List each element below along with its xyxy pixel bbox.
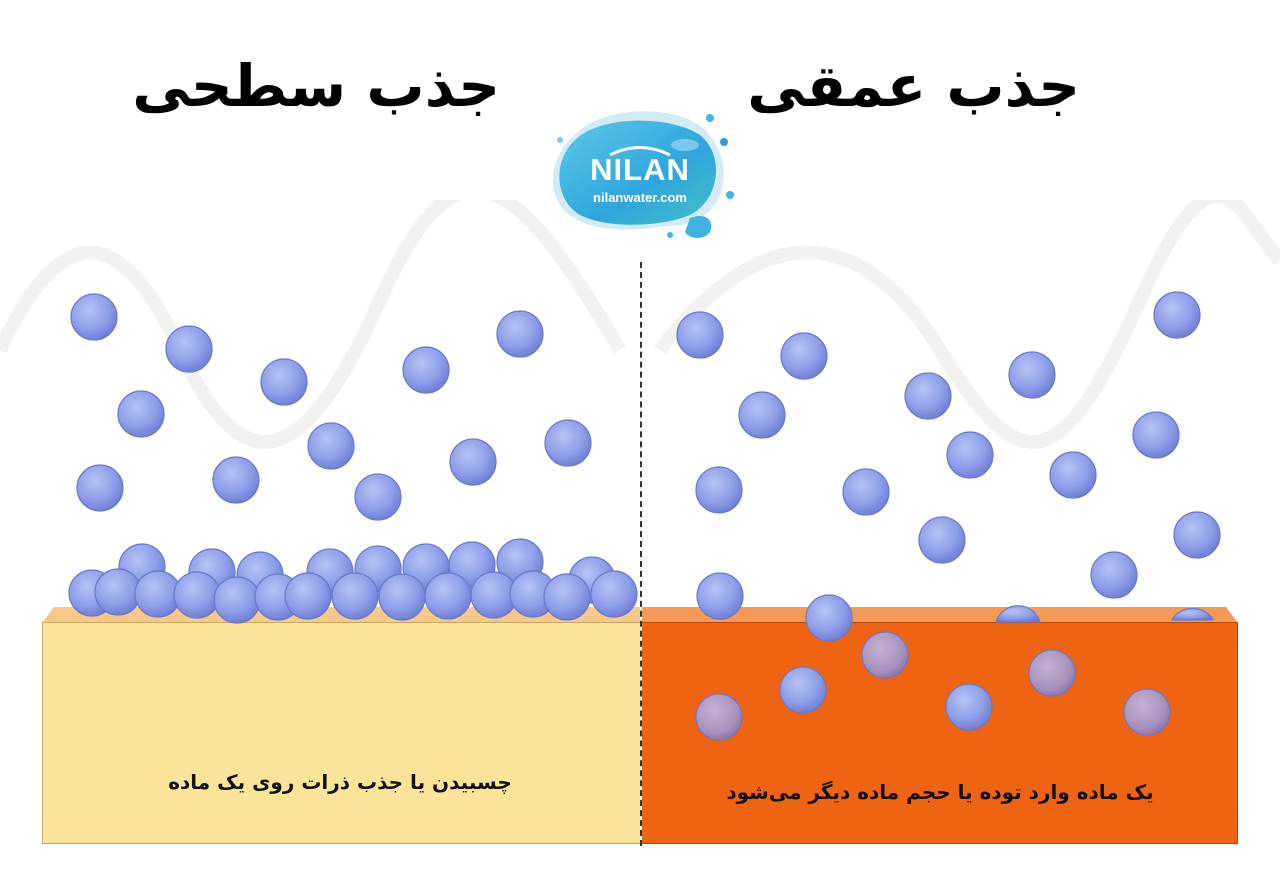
absorption-title: جذب عمقی [747, 52, 1080, 120]
logo-url: nilanwater.com [593, 190, 687, 205]
water-splash-icon [552, 111, 734, 238]
surface-substrate-top [42, 607, 640, 623]
surface-adsorption-title: جذب سطحی [132, 52, 500, 120]
panel-divider [640, 262, 642, 846]
bulk-substrate-top [642, 607, 1238, 623]
background-wave-pattern [0, 200, 1280, 449]
bulk-substrate [642, 622, 1238, 844]
absorption-caption: یک ماده وارد توده یا حجم ماده دیگر می‌شو… [726, 780, 1154, 804]
logo-wordmark: NILAN [590, 152, 690, 187]
surface-substrate [42, 622, 640, 844]
nilan-logo: NILAN nilanwater.com [540, 100, 740, 245]
surface-adsorption-caption: چسبیدن یا جذب ذرات روی یک ماده [168, 770, 512, 794]
